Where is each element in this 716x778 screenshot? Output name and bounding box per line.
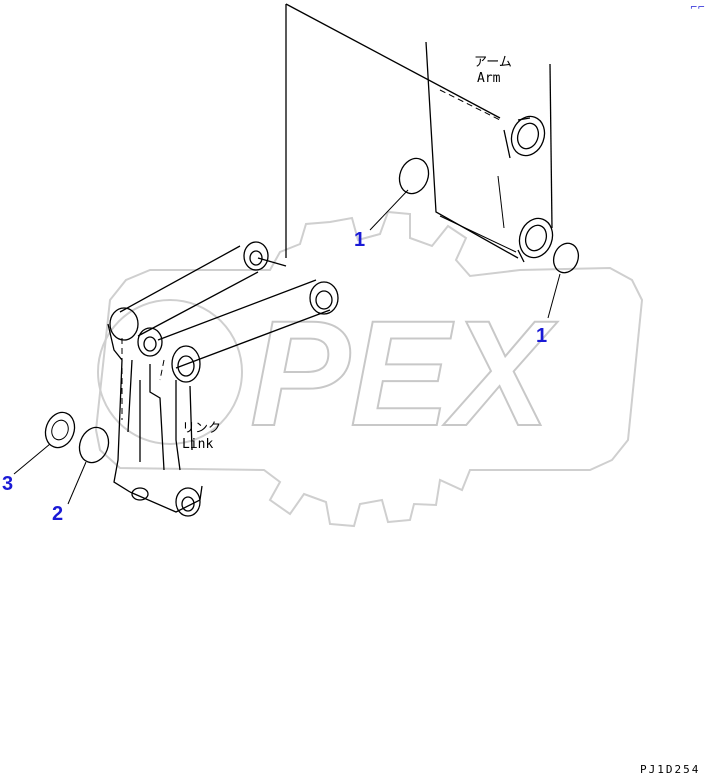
shim-1-upper xyxy=(398,157,430,195)
shim-1-lower xyxy=(552,242,580,274)
shim-3 xyxy=(44,411,76,449)
corner-mark: ⌐⌐ xyxy=(690,3,705,13)
arm xyxy=(285,3,554,263)
watermark-gear xyxy=(94,210,644,528)
shim-2 xyxy=(78,426,110,464)
arm-label-ja: アーム xyxy=(474,55,512,70)
callout-1-upper: 1 xyxy=(354,229,365,251)
link-label-en: Link xyxy=(182,437,213,452)
callout-1-lower: 1 xyxy=(536,325,547,347)
link-assembly xyxy=(107,241,339,517)
link-label-ja: リンク xyxy=(182,421,221,436)
watermark: PEX xyxy=(94,210,644,528)
callout-2: 2 xyxy=(52,503,63,525)
watermark-text: PEX xyxy=(250,289,558,457)
callout-leaders xyxy=(13,189,561,505)
callout-3: 3 xyxy=(2,473,13,495)
arm-label-en: Arm xyxy=(477,71,501,86)
drawing-code: PJ1D254 xyxy=(640,763,700,776)
watermark-ring xyxy=(97,299,243,445)
